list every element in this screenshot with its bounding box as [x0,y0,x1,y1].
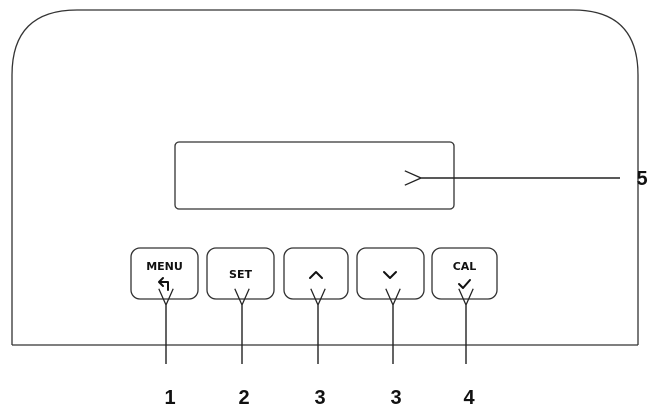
set-button[interactable]: SET [206,247,275,300]
checkmark-icon [458,279,471,289]
callout-number-3a: 3 [314,387,325,409]
down-button[interactable] [356,247,425,300]
cal-button[interactable]: CAL [431,247,498,300]
set-button-label: SET [229,268,252,281]
callout-number-3b: 3 [390,387,401,409]
up-button[interactable] [283,247,349,300]
callout-number-1: 1 [164,387,175,409]
chevron-down-icon [383,271,397,279]
callout-number-4: 4 [463,387,475,409]
callout-number-2: 2 [238,387,249,409]
callout-number-5: 5 [636,168,647,190]
display-screen [174,141,455,210]
chevron-up-icon [309,271,323,279]
menu-button[interactable]: MENU [130,247,199,300]
device-housing [11,9,639,345]
return-arrow-icon [158,277,169,291]
cal-button-label: CAL [453,260,477,273]
menu-button-label: MENU [146,260,183,273]
